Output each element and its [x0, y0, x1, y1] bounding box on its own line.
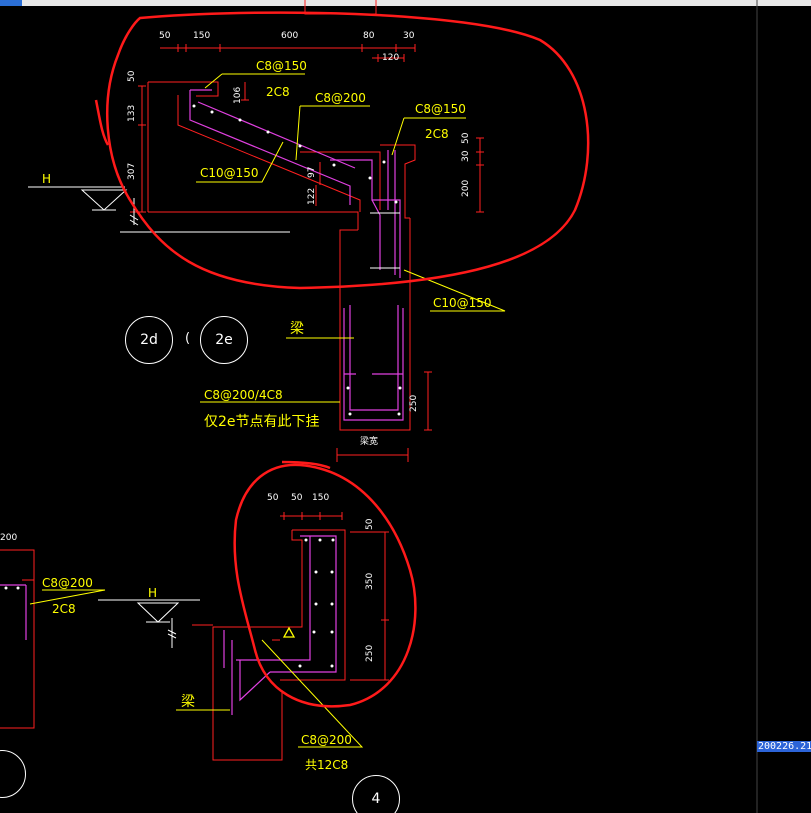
- dimension-ticks-top: [138, 44, 484, 462]
- dim-left-50: 50: [127, 70, 137, 82]
- dim-edge-200: 200: [0, 533, 18, 543]
- rebar-c8-200-bottom-left: C8@200: [42, 576, 93, 590]
- beam-stirrup: C8@200/4C8: [204, 388, 283, 402]
- detail-marker-4[interactable]: 4: [352, 775, 400, 813]
- detail-marker-2e[interactable]: 2e: [200, 316, 248, 364]
- rebar-c8-200-top: C8@200: [315, 91, 366, 105]
- dim-120: 120: [382, 53, 400, 63]
- dim-bottom-right-350: 350: [365, 572, 375, 590]
- water-level-h-top: H: [42, 172, 52, 186]
- dim-106: 106: [233, 86, 243, 104]
- dim-right-30: 30: [461, 150, 471, 162]
- rebar-c8-150-right: C8@150: [415, 102, 466, 116]
- detail-marker-2d[interactable]: 2d: [125, 316, 173, 364]
- rebar-c10-150-beam: C10@150: [433, 296, 492, 310]
- rebar-c8-200-bottom: C8@200: [301, 733, 352, 747]
- rebar-2c8-right: 2C8: [425, 127, 449, 141]
- beam-label-bottom: 梁: [181, 694, 195, 710]
- dim-beam-250: 250: [409, 394, 419, 412]
- rebar-c10-150-left: C10@150: [200, 166, 259, 180]
- water-level-h-bottom: H: [148, 586, 158, 600]
- dim-bottom-50-b: 50: [291, 493, 303, 503]
- rebar-lines-bottom: [0, 535, 337, 715]
- structure-outline-bottom: [0, 529, 346, 761]
- dim-97: 97: [307, 166, 317, 178]
- warning-triangle-icon: [282, 626, 296, 638]
- leader-lines-top: [196, 73, 506, 403]
- dim-bottom-right-250: 250: [365, 644, 375, 662]
- dim-80: 80: [363, 31, 375, 41]
- window-top-bar: [0, 0, 811, 6]
- reference-lines-top: [120, 198, 400, 269]
- rebar-dots-bottom: [4, 538, 335, 668]
- dim-bottom-50-a: 50: [267, 493, 279, 503]
- markup-highlight-circles: [94, 11, 590, 708]
- dim-left-133: 133: [127, 104, 137, 122]
- rebar-lines-top: [189, 89, 404, 421]
- active-tab-indicator[interactable]: [0, 0, 22, 6]
- beam-note: 仅2e节点有此下挂: [204, 414, 320, 430]
- beam-label-top: 梁: [290, 321, 304, 337]
- rebar-2c8-top: 2C8: [266, 85, 290, 99]
- dim-30: 30: [403, 31, 415, 41]
- coordinate-stamp: 200226.21: [757, 741, 811, 752]
- dim-150: 150: [193, 31, 211, 41]
- dim-left-307: 307: [127, 162, 137, 180]
- rebar-dots-top: [192, 104, 402, 416]
- dim-bottom-right-50: 50: [365, 518, 375, 530]
- rebar-total-12c8: 共12C8: [305, 758, 349, 772]
- beam-width-label: 梁宽: [360, 437, 379, 447]
- dim-bottom-150: 150: [312, 493, 330, 503]
- rebar-2c8-bottom-left: 2C8: [52, 602, 76, 616]
- dim-600: 600: [281, 31, 299, 41]
- rebar-c8-150-top: C8@150: [256, 59, 307, 73]
- leader-lines-bottom: [29, 589, 364, 748]
- dim-50: 50: [159, 31, 171, 41]
- water-level-symbol-top: [28, 186, 128, 211]
- marker-paren: (: [185, 331, 191, 346]
- water-level-symbol-bottom: [98, 599, 200, 648]
- dim-right-200: 200: [461, 179, 471, 197]
- dimension-ticks-bottom: [280, 512, 389, 681]
- dim-122: 122: [307, 187, 317, 205]
- dim-right-50: 50: [461, 132, 471, 144]
